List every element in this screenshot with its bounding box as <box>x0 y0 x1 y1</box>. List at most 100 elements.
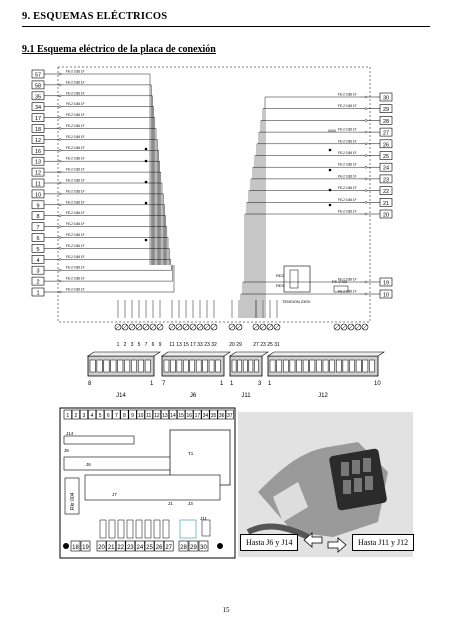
left-pin-number: 6 <box>36 236 39 242</box>
connector-cavity <box>103 359 110 373</box>
connector-top <box>87 351 161 357</box>
connector-cavity <box>349 359 355 373</box>
pcb-relay-slot <box>162 519 170 539</box>
pcb-top-pin: 17 <box>195 413 201 419</box>
pcb-bottom-pin: 23 <box>127 545 134 551</box>
terminal-slot <box>362 324 368 330</box>
left-wire-label: FE-2 0,86 1F <box>66 277 85 281</box>
terminal-slot <box>115 324 121 330</box>
pcb-relay-slot <box>99 519 107 539</box>
left-pin-node <box>58 247 62 250</box>
pcb-mount-hole <box>63 543 69 549</box>
pcb-top-pin: 1 <box>66 413 69 419</box>
pcb-top-pin-box <box>71 409 80 420</box>
pcb-top-pin: 15 <box>178 413 184 419</box>
right-pin-number: 21 <box>383 201 389 207</box>
connector-top <box>229 351 269 357</box>
connector-right-pin: 3 <box>258 381 262 387</box>
pcb-top-pin-box <box>169 409 178 420</box>
terminal-number: 32 <box>211 342 217 348</box>
right-pin-node <box>364 154 368 157</box>
connector-cavity <box>302 359 309 373</box>
connector-cavity <box>195 359 202 373</box>
pcb-header-j8 <box>63 435 135 445</box>
left-wire-label: FE-2 0,86 1F <box>66 157 85 161</box>
connector-cavity <box>176 359 183 373</box>
left-wire-label: FE-2 0,86 1F <box>66 255 85 259</box>
pcb-top-pin-box <box>144 409 153 420</box>
connector-cavity <box>231 359 237 373</box>
connector-top <box>161 351 231 357</box>
left-pin-number: 7 <box>36 225 39 231</box>
terminal-slot <box>150 324 156 330</box>
pcb-highlight-box <box>179 519 197 539</box>
pcb-bottom-pin: 30 <box>200 545 207 551</box>
relay-label: RE2 <box>276 273 285 278</box>
connector-cavity <box>362 359 369 373</box>
left-pin-node <box>58 192 62 196</box>
connector-cavity <box>342 359 349 373</box>
connector-left-pin: 7 <box>162 381 166 387</box>
relay-label: RE3 <box>276 283 285 288</box>
left-pin-number: 8 <box>36 214 39 220</box>
pcb-bottom-pin: 27 <box>165 545 172 551</box>
connector-left-pin: 1 <box>230 381 234 387</box>
connector-left-pin: 8 <box>88 381 92 387</box>
connector-cavity <box>189 359 195 373</box>
left-pin-number: 12 <box>35 171 41 177</box>
pcb-bottom-pin: 29 <box>190 545 197 551</box>
right-pin-number: 25 <box>383 154 389 160</box>
connector-right-pin: 1 <box>150 381 154 387</box>
right-wire-label: FE-2 0,86 1F <box>338 290 357 294</box>
connector-cavity <box>131 359 137 373</box>
pcb-bottom-pin: 22 <box>117 545 124 551</box>
connector-cavity <box>163 359 170 373</box>
left-wire-label: FE-2 0,86 1F <box>66 211 85 215</box>
right-pin-node <box>364 107 368 110</box>
connector-cavity <box>283 359 289 373</box>
pcb-top-pin-box <box>185 409 194 420</box>
pcb-top-pin: 13 <box>162 413 168 419</box>
pcb-top-pin-box <box>128 409 137 420</box>
right-wire-label: FE-2 0,86 1F <box>338 198 357 202</box>
left-wire-label: FE-2 0,86 1F <box>66 189 85 193</box>
pcb-top-pin-box <box>209 409 218 420</box>
terminal-slot <box>204 324 210 330</box>
right-pin-node <box>364 130 368 134</box>
pcb-top-pin-box <box>112 409 121 420</box>
left-pin-number: 11 <box>35 182 41 188</box>
right-pin-node <box>364 280 368 284</box>
terminal-slot <box>253 324 259 330</box>
right-wire-label: FE-2 0,86 1F <box>338 186 357 190</box>
pcb-bottom-pin: 20 <box>98 545 105 551</box>
connector-cavity <box>336 359 342 373</box>
connector-cavity <box>242 359 248 373</box>
connector-cavity <box>254 359 259 373</box>
left-pin-number: 57 <box>35 73 41 79</box>
pcb-top-pin: 12 <box>154 413 160 419</box>
terminal-number: 31 <box>274 342 280 348</box>
left-pin-node <box>58 83 62 87</box>
connector-cavity <box>208 359 215 373</box>
photo-label-left: Hasta J6 y J14 <box>240 534 299 551</box>
terminal-slot <box>143 324 149 330</box>
pcb-component-label: J14 <box>66 431 74 436</box>
terminal-number: 20 <box>229 342 235 348</box>
right-pin-number: 20 <box>383 213 389 219</box>
connector-name: J11 <box>241 393 251 399</box>
left-pin-node <box>58 214 62 217</box>
right-wire-label: FE-2 0,86 1F <box>338 128 357 132</box>
pcb-bottom-pin-box <box>188 540 199 552</box>
pcb-top-pin: 11 <box>146 413 151 419</box>
left-pin-node <box>58 203 62 207</box>
heading-rule <box>22 26 430 27</box>
left-wire-label: FE-2 0,86 1F <box>66 102 85 106</box>
terminal-number: 9 <box>159 342 162 348</box>
pcb-bottom-pin: 25 <box>146 545 153 551</box>
pcb-bottom-pin-box <box>154 540 164 552</box>
left-pin-node <box>58 258 62 261</box>
connector-top <box>267 351 385 357</box>
section-heading: 9. ESQUEMAS ELÉCTRICOS <box>22 11 168 22</box>
junction-dot <box>144 159 148 163</box>
pcb-top-pin-box <box>120 409 129 420</box>
